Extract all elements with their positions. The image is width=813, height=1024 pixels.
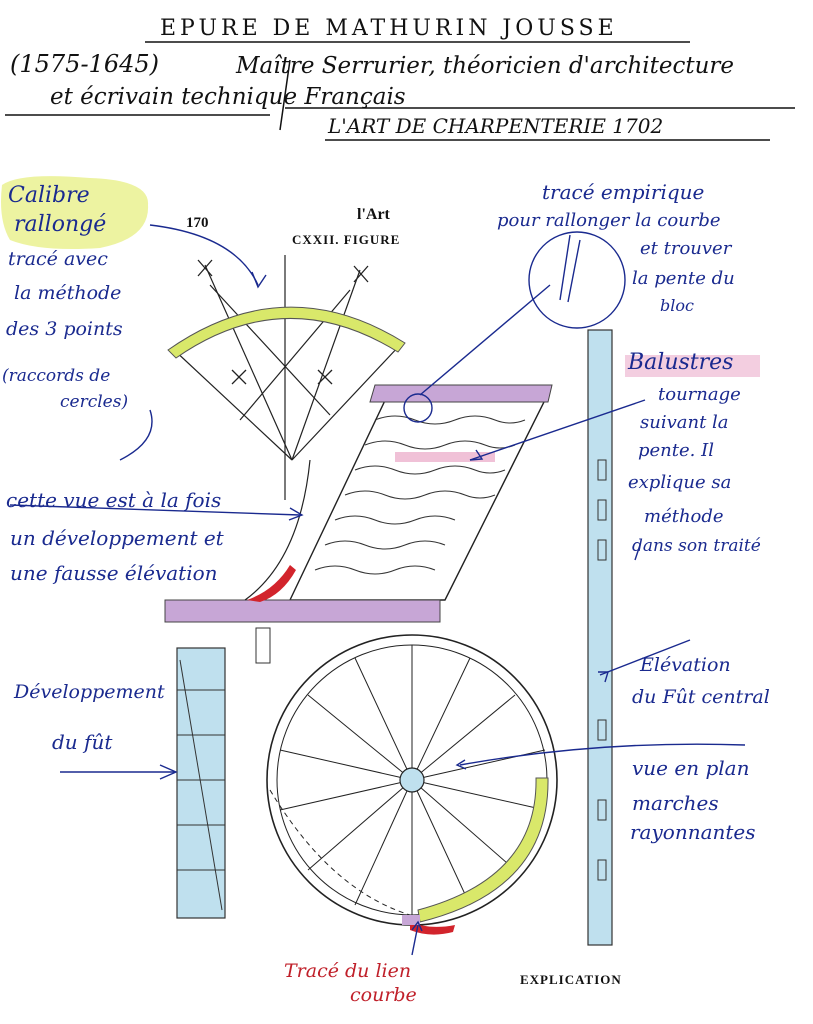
central-shaft-elevation xyxy=(587,329,613,946)
small-post xyxy=(255,627,271,664)
header-dates: (1575-1645) xyxy=(10,50,159,78)
header-title: EPURE DE MATHURIN JOUSSE xyxy=(160,16,618,41)
balustres-note-6: méthode xyxy=(644,506,724,527)
vue-note-2: un développement et xyxy=(10,526,224,550)
vue-note-3: une fausse élévation xyxy=(10,561,218,585)
red-lien-top xyxy=(247,565,296,602)
calibre-highlight xyxy=(1,176,149,249)
plan-note-3: rayonnantes xyxy=(630,820,756,844)
trace-note-1: tracé empirique xyxy=(542,180,705,204)
arc-cross-marks xyxy=(197,259,369,385)
vue-note-1: cette vue est à la fois xyxy=(6,488,222,512)
elev-note-2: du Fût central xyxy=(632,686,770,708)
stair-top-rail xyxy=(369,384,553,403)
calibre-note-6: (raccords de xyxy=(2,366,111,386)
dev-note-1: Développement xyxy=(14,681,165,703)
balustres-note-7: dans son traité xyxy=(632,536,761,556)
red-lien-bottom xyxy=(410,922,455,935)
header-book: L'ART DE CHARPENTERIE 1702 xyxy=(328,114,664,138)
balustres-highlight xyxy=(625,355,760,377)
detail-circle-small xyxy=(403,393,433,423)
annotation-arrows xyxy=(9,224,746,956)
calibre-note-2: rallongé xyxy=(14,212,107,237)
balustres-note-5: explique sa xyxy=(628,472,732,493)
plate-running-head: l'Art xyxy=(357,206,390,223)
trace-note-2: pour rallonger la courbe xyxy=(497,210,721,231)
stair-base-rail xyxy=(164,599,441,623)
balustres-note-4: pente. Il xyxy=(638,440,714,461)
plan-yellow-arc xyxy=(417,777,549,923)
dev-note-2: du fût xyxy=(52,730,113,754)
calibre-note-1: Calibre xyxy=(8,183,90,208)
balusters xyxy=(314,415,526,575)
calibre-yellow-arc xyxy=(167,306,406,359)
balustres-note-2: tournage xyxy=(658,384,741,405)
calibre-note-7: cercles) xyxy=(60,392,129,412)
calibre-note-4: la méthode xyxy=(14,282,122,304)
plan-center-core xyxy=(399,767,425,793)
lien-note-1: Tracé du lien xyxy=(284,960,412,982)
calibre-fan xyxy=(171,255,401,500)
shaft-development-grid xyxy=(177,659,225,911)
trace-note-3: et trouver xyxy=(640,238,732,259)
shaft-notches xyxy=(597,459,607,881)
plan-dashed-curve xyxy=(269,789,411,916)
plate-footer: EXPLICATION xyxy=(520,972,622,987)
balustres-note-3: suivant la xyxy=(640,412,729,433)
calibre-note-5: des 3 points xyxy=(6,318,123,340)
plan-note-2: marches xyxy=(632,791,719,815)
elev-note-1: Elévation xyxy=(640,654,731,676)
lien-note-2: courbe xyxy=(350,984,417,1006)
header-description-line1: Maître Serrurier, théoricien d'architect… xyxy=(236,53,735,79)
plate-page-number: 170 xyxy=(186,215,209,231)
plate-figure-label: CXXII. FIGURE xyxy=(292,232,401,247)
balustres-note-1: Balustres xyxy=(628,350,734,375)
stair-curve xyxy=(244,459,311,601)
plan-bottom-purple xyxy=(402,915,420,925)
plan-note-1: vue en plan xyxy=(632,756,750,780)
header-description-line2: et écrivain technique Français xyxy=(50,84,406,110)
trace-note-5: bloc xyxy=(660,296,694,315)
header-rules xyxy=(5,41,795,141)
baluster-pink-highlight xyxy=(395,452,495,462)
calibre-note-3: tracé avec xyxy=(8,248,108,270)
plan-radial-steps xyxy=(279,645,546,915)
trace-note-4: la pente du xyxy=(632,268,735,289)
trace-detail-circle xyxy=(528,231,626,329)
